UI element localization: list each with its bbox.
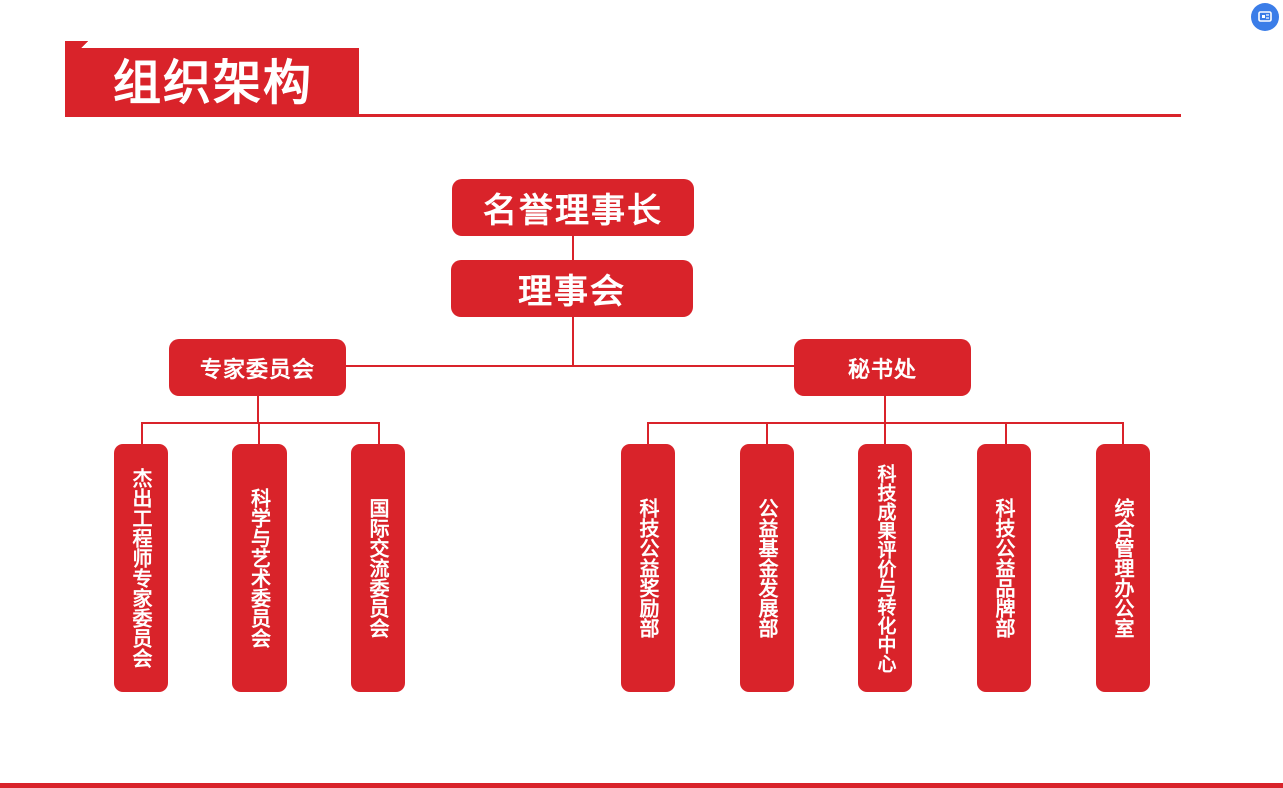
node-expert-committee: 专家委员会	[169, 339, 346, 396]
bottom-rule	[0, 783, 1283, 788]
connector-expert-child-3	[378, 422, 380, 445]
node-secretariat-child-4: 科技公益品牌部	[977, 444, 1031, 692]
connector-secretariat-child-4	[1005, 422, 1007, 445]
node-expert-child-1: 杰出工程师专家委员会	[114, 444, 168, 692]
node-secretariat: 秘书处	[794, 339, 971, 396]
connector-secretariat-down	[884, 395, 886, 423]
connector-expert-child-1	[141, 422, 143, 445]
page-title: 组织架构	[113, 55, 314, 111]
connector-expert-horizontal	[141, 422, 380, 424]
node-secretariat-child-2: 公益基金发展部	[740, 444, 794, 692]
node-honorary-chair: 名誉理事长	[452, 179, 694, 236]
connector-secretariat-child-5	[1122, 422, 1124, 445]
node-expert-child-2: 科学与艺术委员会	[232, 444, 287, 692]
title-banner	[65, 48, 359, 117]
node-secretariat-child-1: 科技公益奖励部	[621, 444, 675, 692]
title-underline	[359, 114, 1181, 117]
connector-chair-board	[572, 235, 574, 261]
node-secretariat-child-3: 科技成果评价与转化中心	[858, 444, 912, 692]
connector-expert-child-2	[258, 422, 260, 445]
connector-expert-down	[257, 395, 259, 423]
connector-board-down	[572, 316, 574, 366]
node-board: 理事会	[451, 260, 693, 317]
node-secretariat-child-5: 综合管理办公室	[1096, 444, 1150, 692]
connector-secretariat-child-3	[884, 422, 886, 445]
connector-secretariat-child-2	[766, 422, 768, 445]
screen-share-icon[interactable]	[1251, 3, 1279, 31]
connector-secretariat-child-1	[647, 422, 649, 445]
connector-main-horizontal	[345, 365, 794, 367]
node-expert-child-3: 国际交流委员会	[351, 444, 405, 692]
